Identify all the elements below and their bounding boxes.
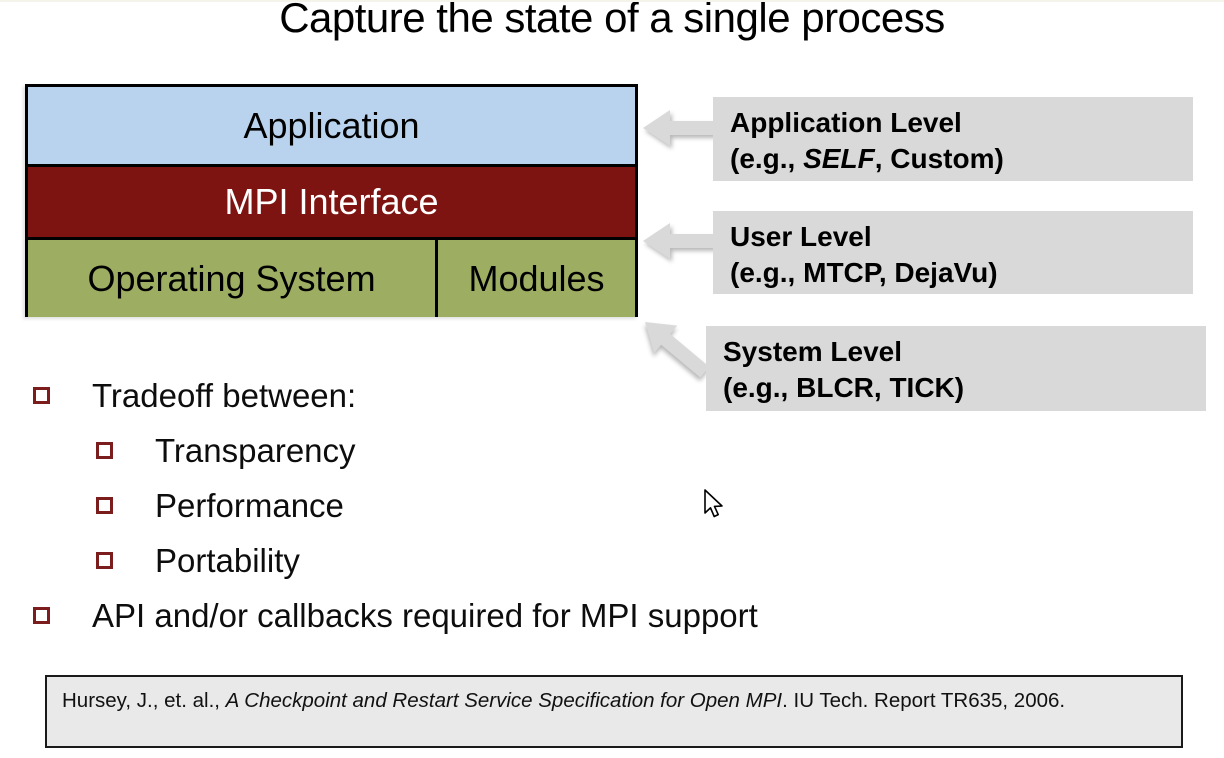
annotation-application-level: Application Level (e.g., SELF, Custom): [713, 97, 1193, 181]
square-bullet-icon: [96, 497, 113, 514]
annotation-user-level-line2: (e.g., MTCP, DejaVu): [730, 255, 1193, 291]
stack-operating-system-box: Operating System: [28, 240, 435, 317]
stack-mpi-interface-box: MPI Interface: [28, 164, 635, 237]
process-stack-diagram: Application MPI Interface Operating Syst…: [25, 84, 638, 317]
citation-text: . IU Tech. Report TR635, 2006.: [782, 689, 1066, 712]
bullet-text: Portability: [155, 541, 300, 579]
bullet-list: Tradeoff between: Transparency Performan…: [30, 368, 1030, 643]
stack-modules-box: Modules: [435, 240, 635, 317]
citation-box: Hursey, J., et. al., A Checkpoint and Re…: [45, 675, 1183, 748]
stack-mpi-interface-label: MPI Interface: [224, 181, 439, 222]
square-bullet-icon: [33, 607, 50, 624]
square-bullet-icon: [96, 442, 113, 459]
stack-application-label: Application: [243, 104, 420, 146]
annotation-text: (e.g., MTCP, DejaVu): [730, 257, 998, 288]
slide-title: Capture the state of a single process: [279, 0, 945, 41]
square-bullet-icon: [96, 552, 113, 569]
mouse-cursor-icon: [704, 489, 723, 518]
bullet-item-transparency: Transparency: [30, 423, 1030, 478]
annotation-text: (e.g., BLCR, TICK): [723, 372, 965, 403]
bullet-item-performance: Performance: [30, 478, 1030, 533]
bullet-text: Performance: [155, 486, 344, 524]
citation-text: Hursey, J., et. al.,: [62, 689, 226, 712]
citation-title-italic: A Checkpoint and Restart Service Specifi…: [225, 689, 783, 712]
annotation-text: (e.g.,: [730, 143, 804, 174]
annotation-text: , Custom): [874, 143, 1004, 174]
arrow-left-application-level-icon: [643, 110, 715, 146]
annotation-system-level-line1: System Level: [723, 336, 902, 367]
annotation-application-level-line2: (e.g., SELF, Custom): [730, 141, 1193, 177]
bullet-text: Tradeoff between:: [92, 376, 357, 414]
bullet-text: Transparency: [155, 431, 356, 469]
annotation-user-level-line1: User Level: [730, 221, 872, 252]
arrow-left-user-level-icon: [643, 223, 715, 259]
annotation-application-level-line1: Application Level: [730, 107, 962, 138]
bullet-text: API and/or callbacks required for MPI su…: [92, 596, 758, 634]
stack-modules-label: Modules: [468, 257, 605, 299]
stack-operating-system-label: Operating System: [87, 257, 376, 299]
stack-application-box: Application: [28, 87, 635, 164]
annotation-text-italic: SELF: [803, 143, 875, 174]
bullet-item-api-callbacks: API and/or callbacks required for MPI su…: [30, 588, 1030, 643]
bullet-item-tradeoff: Tradeoff between:: [30, 368, 1030, 423]
annotation-system-level: System Level (e.g., BLCR, TICK): [706, 326, 1206, 411]
stack-os-row: Operating System Modules: [28, 237, 635, 317]
arrow-diagonal-system-level-icon: [645, 322, 710, 378]
bullet-item-portability: Portability: [30, 533, 1030, 588]
annotation-system-level-line2: (e.g., BLCR, TICK): [723, 370, 1206, 406]
annotation-user-level: User Level (e.g., MTCP, DejaVu): [713, 211, 1193, 294]
square-bullet-icon: [33, 387, 50, 404]
